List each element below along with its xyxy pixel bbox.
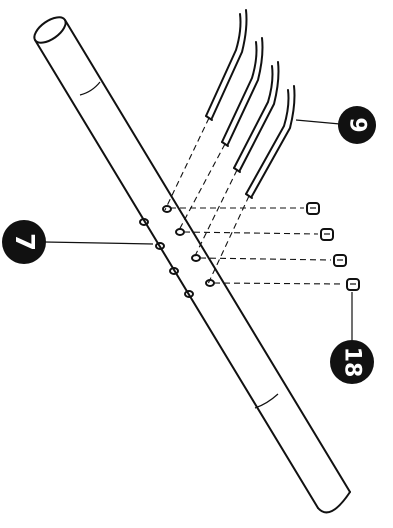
assembly-lines-screws: [170, 207, 345, 285]
screws-group: [306, 202, 360, 291]
main-tube: [33, 16, 351, 514]
callout-9: 9: [338, 106, 376, 144]
leader-line-9: [295, 119, 341, 125]
callout-label-7: 7: [9, 233, 39, 251]
callout-label-9: 9: [345, 117, 370, 132]
assembly-lines-tines: [164, 117, 250, 285]
screw: [346, 278, 360, 291]
callout-18: 18: [330, 340, 374, 384]
leader-line-7: [44, 241, 154, 245]
screw: [320, 228, 334, 241]
screw: [306, 202, 320, 215]
callout-7: 7: [2, 220, 46, 264]
screw: [333, 254, 347, 267]
tine: [245, 85, 296, 199]
tines-group: [205, 9, 296, 199]
tine: [221, 37, 264, 147]
callout-label-18: 18: [340, 347, 365, 378]
tube-holes: [139, 205, 215, 298]
